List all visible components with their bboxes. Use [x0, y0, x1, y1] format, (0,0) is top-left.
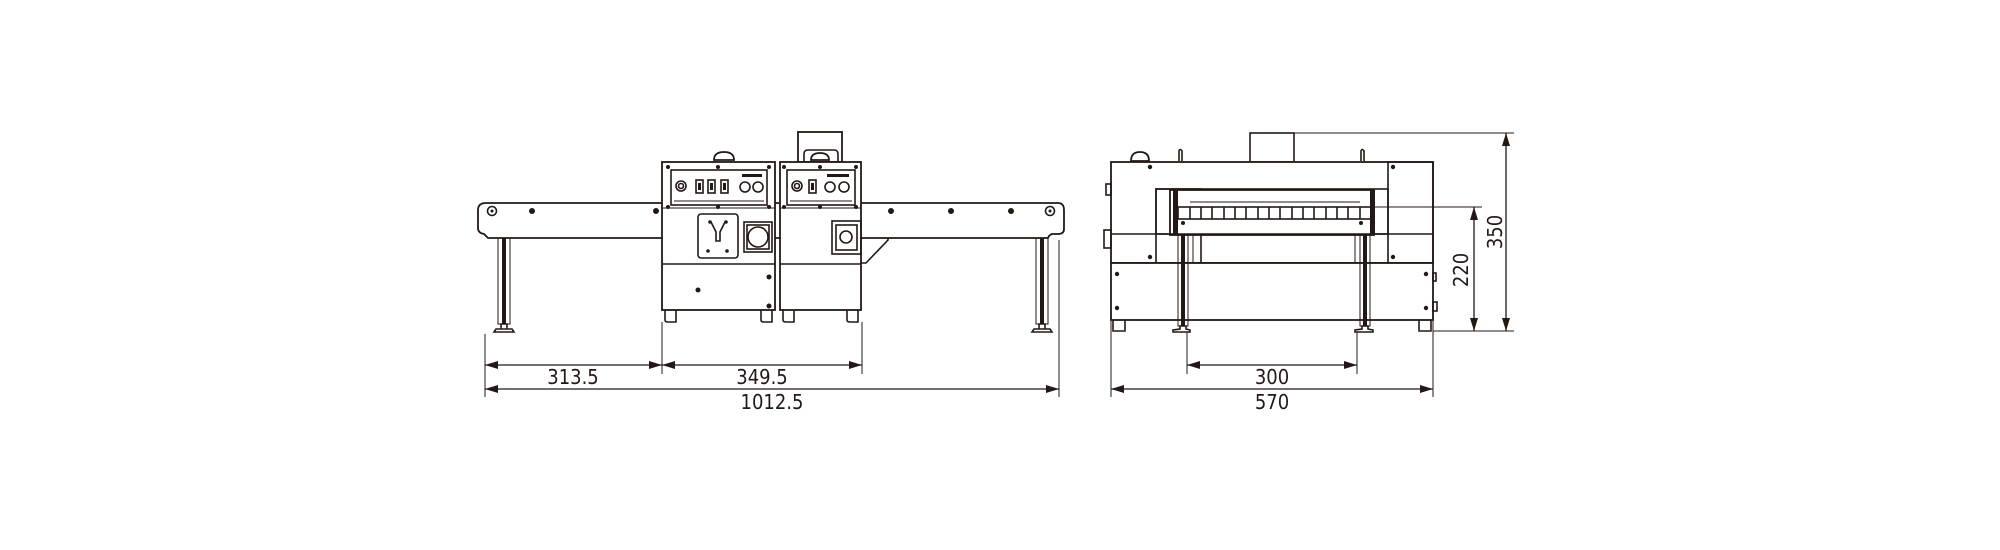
- emergency-stop-button: [1130, 151, 1150, 162]
- top-housing: [1249, 132, 1295, 163]
- label-plate: [697, 213, 739, 259]
- power-switch: [746, 224, 770, 250]
- side-view: [1103, 132, 1438, 333]
- front-view-dimensions: 313.5 349.5 1012.5: [484, 240, 1060, 414]
- leg-left: [492, 237, 516, 333]
- dimension-570: 570: [1255, 390, 1289, 414]
- front-view: [477, 131, 1065, 333]
- leg-right: [1030, 237, 1054, 333]
- side-leg-right: [1354, 233, 1374, 333]
- dimension-350: 350: [1483, 215, 1507, 249]
- side-view-dimensions: 300 570 220 350: [1110, 132, 1514, 414]
- control-panel: [670, 169, 768, 206]
- pulley-right-icon: [1044, 205, 1056, 217]
- machine-unit-left: [661, 151, 776, 323]
- dimension-349-5: 349.5: [736, 365, 788, 389]
- dimension-313-5: 313.5: [547, 365, 599, 389]
- pulley-left-icon: [486, 205, 498, 217]
- emergency-stop-button: [713, 151, 735, 161]
- handle: [803, 149, 839, 162]
- machine-unit-right: [779, 131, 889, 323]
- dimension-1012-5: 1012.5: [741, 390, 804, 414]
- dimension-300: 300: [1255, 365, 1289, 389]
- dimension-220: 220: [1449, 253, 1473, 287]
- side-leg-left: [1172, 233, 1194, 333]
